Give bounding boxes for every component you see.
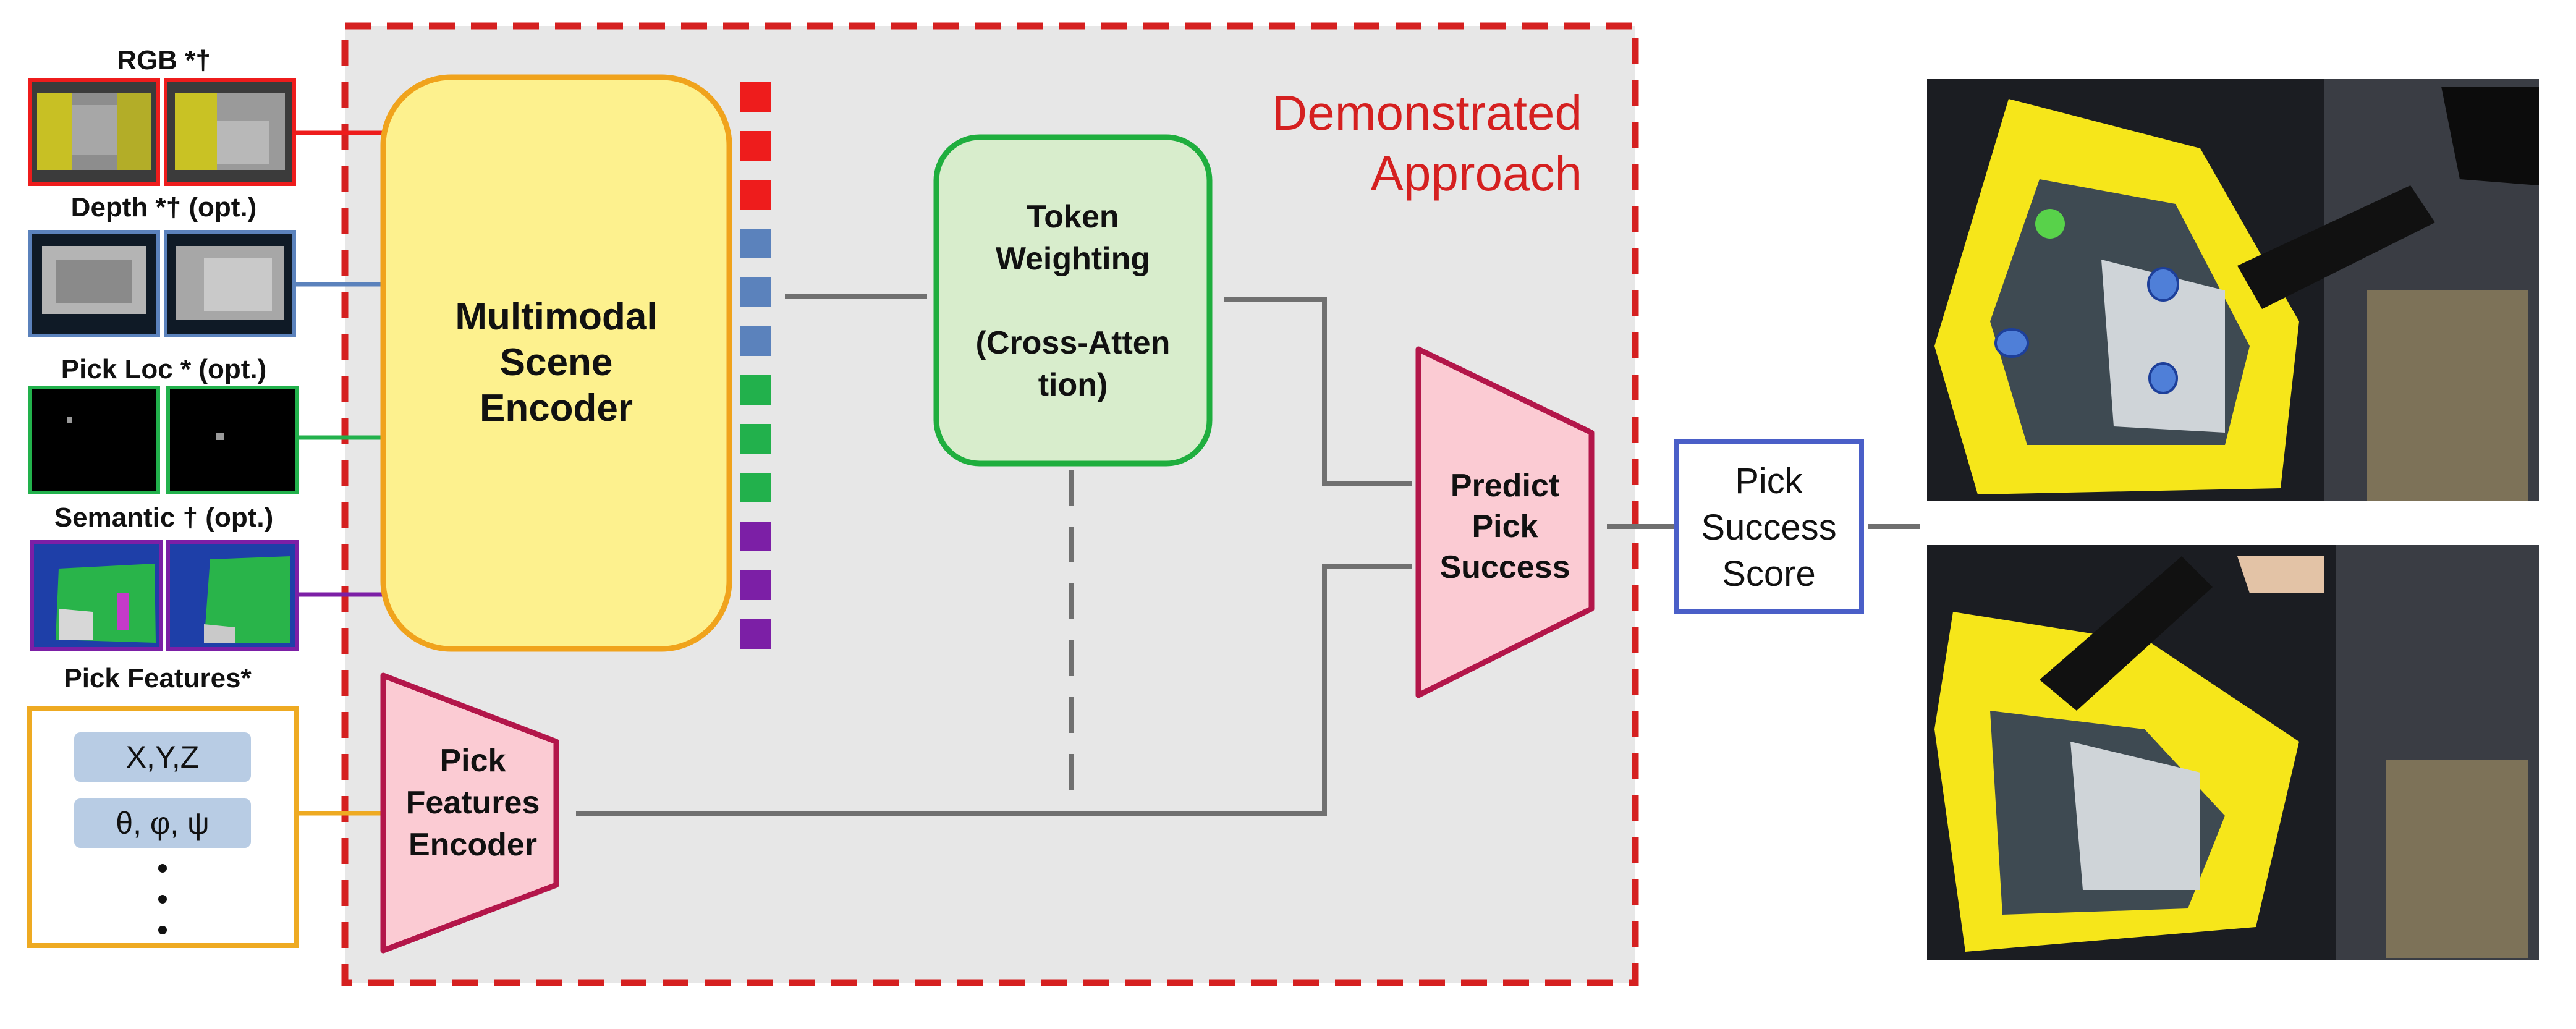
- connectors: [294, 130, 1920, 816]
- multimodal-scene-encoder: Multimodal Scene Encoder: [380, 74, 732, 652]
- approach-label-line2: Approach: [1371, 146, 1582, 201]
- token-rgb-3: [740, 180, 771, 210]
- token-weighting-line1: Token: [1027, 199, 1119, 235]
- depth-image-1: [28, 230, 160, 337]
- token-depth-3: [740, 326, 771, 356]
- weighting-to-predict-connector: [1224, 297, 1412, 486]
- depth-label: Depth *† (opt.): [71, 192, 257, 222]
- pick-features-encoder-line1: Pick: [440, 743, 506, 779]
- predict-line2: Pick: [1472, 509, 1538, 544]
- rgb-image-1: [28, 78, 160, 186]
- token-semantic-1: [740, 522, 771, 551]
- rgb-image-2: [164, 78, 296, 186]
- token-weighting-block: Token Weighting (Cross-Atten tion): [933, 134, 1213, 467]
- angles-chip-label: θ, φ, ψ: [116, 806, 209, 841]
- semantic-image-2: [166, 540, 299, 651]
- token-weighting-line3: (Cross-Atten: [976, 325, 1171, 361]
- xyz-chip-label: X,Y,Z: [126, 740, 200, 774]
- pick-features-encoder: Pick Features Encoder: [380, 672, 559, 954]
- token-pickloc-1: [740, 375, 771, 405]
- semantic-image-1: [30, 540, 163, 651]
- pick-features-encoder-line3: Encoder: [409, 827, 537, 863]
- pick-features-input: Pick Features* X,Y,Z θ, φ, ψ: [27, 663, 299, 948]
- depth-input: Depth *† (opt.): [28, 192, 296, 337]
- encoder-line3: Encoder: [480, 387, 633, 430]
- pickloc-label: Pick Loc * (opt.): [61, 354, 266, 384]
- token-weighting-line2: Weighting: [996, 241, 1150, 277]
- predict-line1: Predict: [1451, 468, 1559, 504]
- pickloc-image-2: [166, 386, 299, 494]
- pick-features-encoder-line2: Features: [406, 785, 540, 821]
- semantic-label: Semantic † (opt.): [54, 502, 274, 533]
- rgb-label: RGB *†: [117, 45, 211, 75]
- vertical-ellipsis-icon: [158, 864, 167, 934]
- score-line2: Success: [1701, 507, 1836, 548]
- token-depth-1: [740, 229, 771, 258]
- token-pickloc-3: [740, 473, 771, 502]
- score-line1: Pick: [1735, 461, 1803, 501]
- depth-image-2: [164, 230, 296, 337]
- token-semantic-3: [740, 619, 771, 649]
- predict-line3: Success: [1439, 549, 1570, 585]
- score-line3: Score: [1722, 554, 1816, 594]
- xyz-chip: [74, 732, 251, 782]
- encoder-line2: Scene: [500, 341, 613, 384]
- pickloc-input: Pick Loc * (opt.): [28, 354, 299, 494]
- predict-pick-success: Predict Pick Success: [1415, 346, 1595, 698]
- token-pickloc-2: [740, 424, 771, 454]
- robot-pick-photo-top: [1927, 79, 2539, 501]
- approach-label-line1: Demonstrated: [1272, 85, 1582, 140]
- token-column: [740, 82, 771, 649]
- rgb-input: RGB *†: [28, 45, 296, 186]
- token-weighting-line4: tion): [1038, 367, 1108, 403]
- token-depth-2: [740, 277, 771, 307]
- token-semantic-2: [740, 570, 771, 600]
- encoder-line1: Multimodal: [455, 295, 657, 338]
- semantic-input: Semantic † (opt.): [30, 502, 299, 651]
- token-rgb-1: [740, 82, 771, 112]
- robot-pick-photo-bottom: [1927, 545, 2539, 960]
- token-rgb-2: [740, 131, 771, 161]
- angles-chip: [74, 798, 251, 848]
- pick-features-label: Pick Features*: [64, 663, 252, 693]
- pick-success-score: Pick Success Score: [1674, 439, 1864, 614]
- features-encoder-to-predict-connector: [576, 564, 1412, 816]
- pickloc-image-1: [28, 386, 160, 494]
